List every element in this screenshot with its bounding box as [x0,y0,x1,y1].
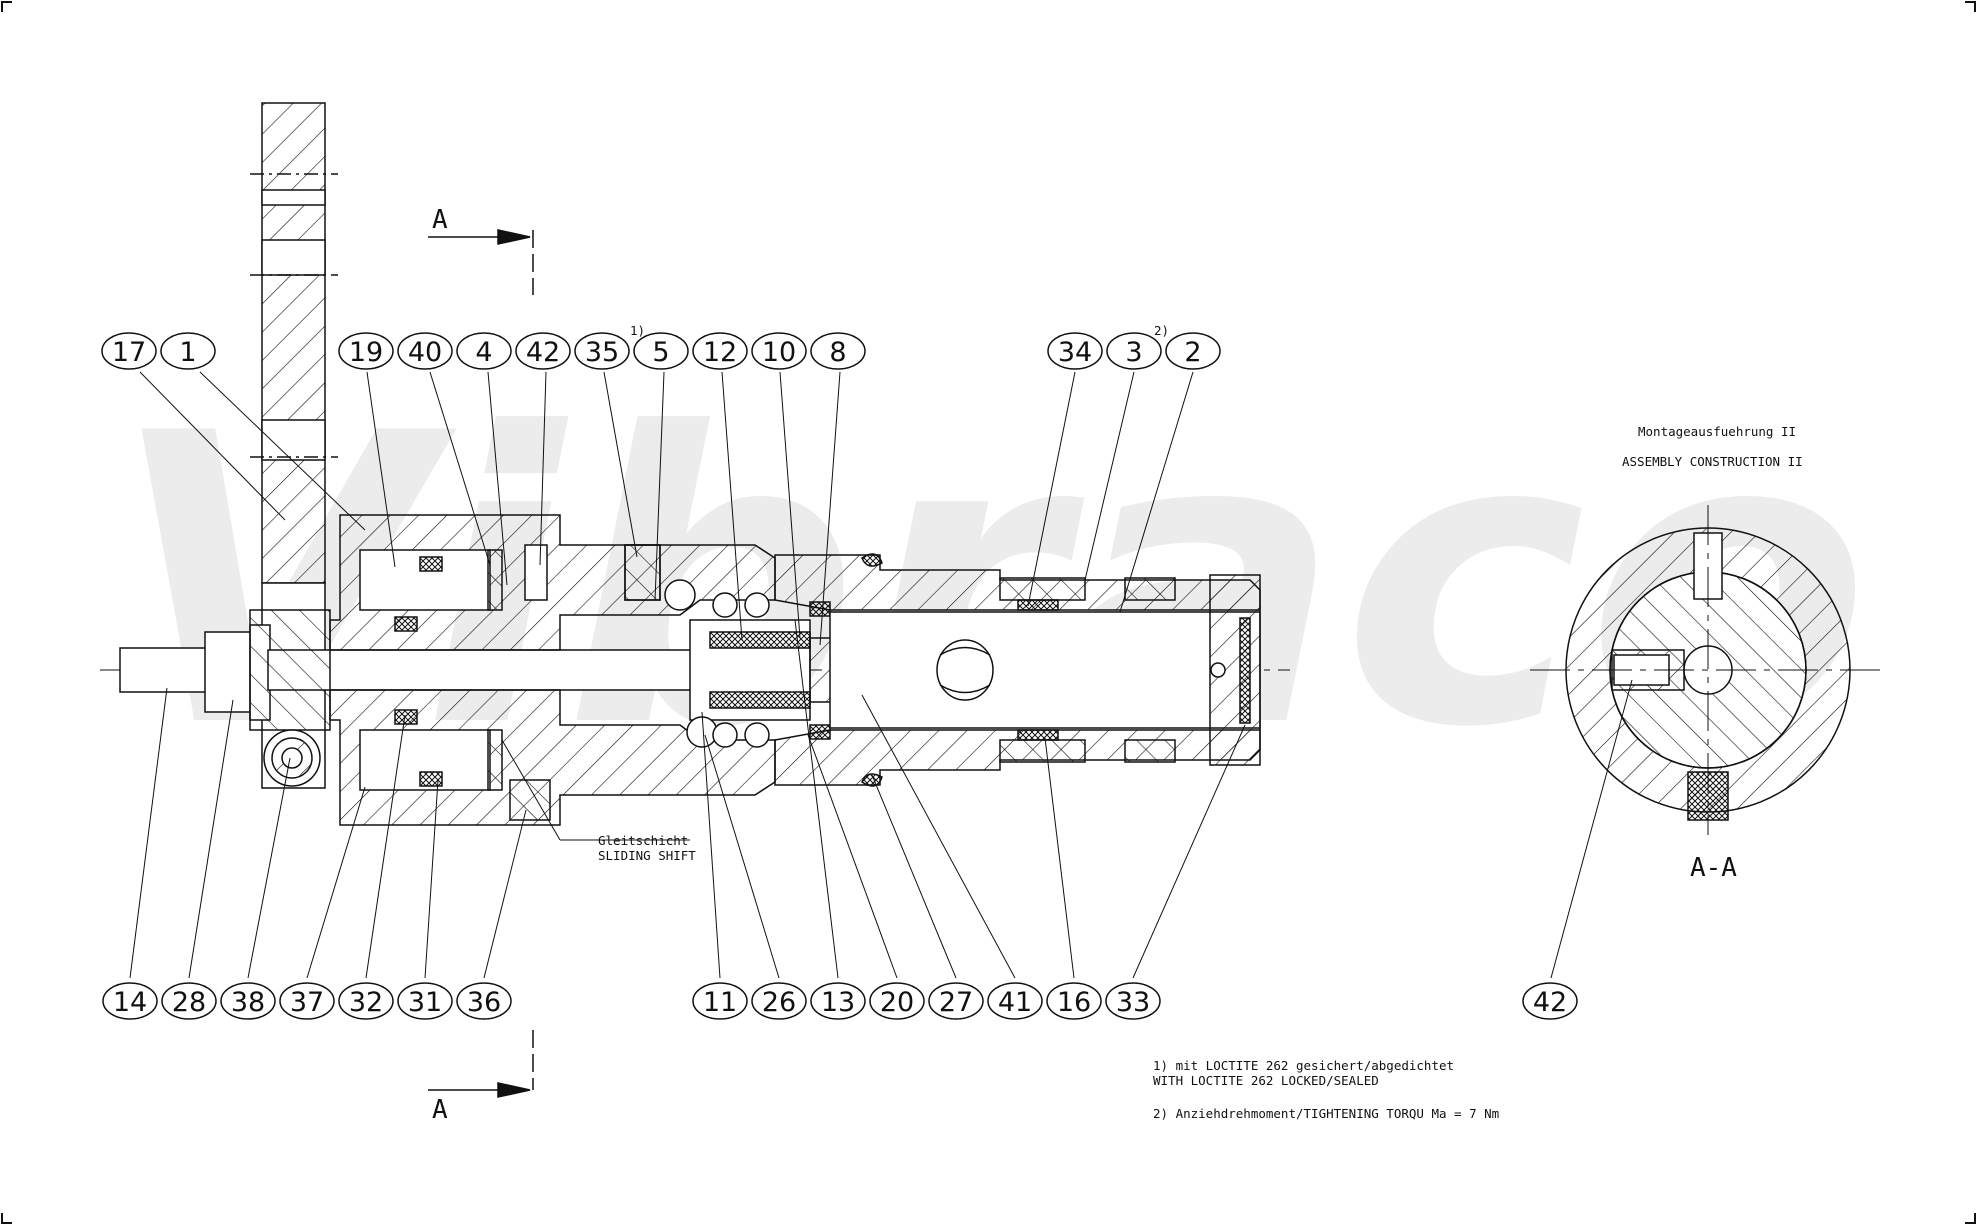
callout-number: 17 [112,337,146,368]
callout-number: 16 [1057,987,1091,1018]
callout-bubble: 28 [161,982,217,1020]
callout-bubble: 20 [869,982,925,1020]
callout-number: 42 [526,337,560,368]
top-leaders [139,371,1194,646]
callout-number: 34 [1058,337,1092,368]
callout-bubble: 8 [810,332,866,370]
callout-number: 8 [829,337,846,368]
housing-left [329,514,776,826]
callout-bubble: 11 [692,982,748,1020]
callout-bubble: 14 [102,982,158,1020]
callout-bubble: 40 [397,332,453,370]
callout-bubble: 38 [220,982,276,1020]
callout-number: 31 [408,987,442,1018]
sliding-layer-de: Gleitschicht [598,833,688,848]
callout-number: 11 [703,987,737,1018]
callout-bubble: 32 [338,982,394,1020]
callout-number: 13 [821,987,855,1018]
callout-number: 37 [290,987,324,1018]
callout-number: 28 [172,987,206,1018]
callout-number: 40 [408,337,442,368]
callout-bubble: 42 [1522,982,1578,1020]
shaft [119,609,709,787]
callout-bubble: 19 [338,332,394,370]
notes-block: 1) mit LOCTITE 262 gesichert/abgedichtet… [1153,1058,1499,1121]
section-arrow-bottom: A [428,1030,534,1125]
footnote-mark-2: 2) [1154,323,1169,338]
assembly-title-en: ASSEMBLY CONSTRUCTION II [1622,454,1803,469]
callout-bubble: 16 [1046,982,1102,1020]
callout-number: 14 [113,987,147,1018]
top-callouts: 17 1 19 40 4 42 35 5 12 10 8 34 3 2 [101,332,1221,370]
callout-bubble: 4 [456,332,512,370]
callout-bubble: 5 [633,332,689,370]
callout-bubble: 31 [397,982,453,1020]
callout-bubble: 35 [574,332,630,370]
callout-bubble: 37 [279,982,335,1020]
callout-number: 2 [1184,337,1201,368]
callout-bubble: 13 [810,982,866,1020]
bottom-leaders [129,619,1246,979]
footnote-mark-1: 1) [630,323,645,338]
callout-bubble: 33 [1105,982,1161,1020]
callout-number: 4 [475,337,492,368]
callout-number: 3 [1125,337,1142,368]
callout-bubble: 12 [692,332,748,370]
bottom-callouts: 14 28 38 37 32 31 36 11 26 13 20 27 41 1… [102,982,1161,1020]
callout-number: 33 [1116,987,1150,1018]
callout-bubble: 10 [751,332,807,370]
tube-section [774,553,1261,787]
note-2: 2) Anziehdrehmoment/TIGHTENING TORQU Ma … [1153,1106,1499,1121]
note-1-de: 1) mit LOCTITE 262 gesichert/abgedichtet [1153,1058,1454,1073]
callout-bubble: 3 [1106,332,1162,370]
callout-bubble: 26 [751,982,807,1020]
section-view-a-a: Montageausfuehrung II ASSEMBLY CONSTRUCT… [1522,424,1880,1020]
sliding-layer-label: Gleitschicht SLIDING SHIFT [501,739,696,863]
callout-number: 27 [939,987,973,1018]
callout-number: 41 [998,987,1032,1018]
callout-number: 42 [1533,987,1567,1018]
callout-number: 5 [652,337,669,368]
section-arrow-top: A [428,205,534,295]
section-letter-bottom: A [432,1095,448,1125]
callout-number: 20 [880,987,914,1018]
callout-number: 36 [467,987,501,1018]
section-letter-top: A [432,205,448,235]
callout-bubble: 42 [515,332,571,370]
assembly-title-de: Montageausfuehrung II [1638,424,1796,439]
callout-bubble: 17 [101,332,157,370]
sliding-layer-en: SLIDING SHIFT [598,848,696,863]
callout-number: 1 [179,337,196,368]
callout-bubble: 27 [928,982,984,1020]
callout-bubble: 2 [1165,332,1221,370]
callout-number: 19 [349,337,383,368]
callout-number: 26 [762,987,796,1018]
note-1-en: WITH LOCTITE 262 LOCKED/SEALED [1153,1073,1379,1088]
callout-number: 12 [703,337,737,368]
callout-bubble: 36 [456,982,512,1020]
callout-number: 32 [349,987,383,1018]
callout-bubble: 41 [987,982,1043,1020]
callout-bubble: 34 [1047,332,1103,370]
callout-number: 38 [231,987,265,1018]
section-view-label: A-A [1690,853,1737,883]
callout-number: 10 [762,337,796,368]
callout-number: 35 [585,337,619,368]
callout-bubble: 1 [160,332,216,370]
